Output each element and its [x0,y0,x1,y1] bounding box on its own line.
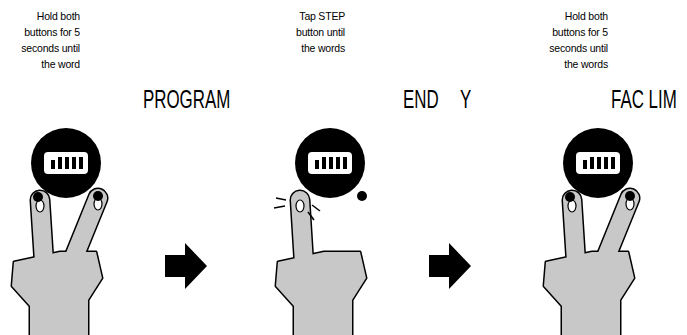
button [625,191,635,201]
display-word: END [403,84,439,114]
instruction-text: Tap STEP button until the words [281,8,345,56]
controller [295,128,365,198]
controller [31,128,101,198]
tap-mark [312,205,320,211]
button [33,192,43,202]
step-arrow [429,243,471,289]
button [93,191,103,201]
tap-mark [276,198,286,200]
display-word: FAC LIM [611,84,677,114]
step-arrow [165,243,207,289]
display-word: PROGRAM [143,84,230,114]
button [357,191,367,201]
button [565,192,575,202]
hand [544,198,634,335]
hand [12,198,102,335]
tap-mark [274,206,285,208]
display-word: Y [460,84,471,114]
controller [563,128,633,198]
instruction-text: Hold both buttons for 5 seconds until th… [10,8,80,72]
instruction-text: Hold both buttons for 5 seconds until th… [538,8,608,72]
tap-mark [308,212,314,220]
hand [276,200,366,335]
